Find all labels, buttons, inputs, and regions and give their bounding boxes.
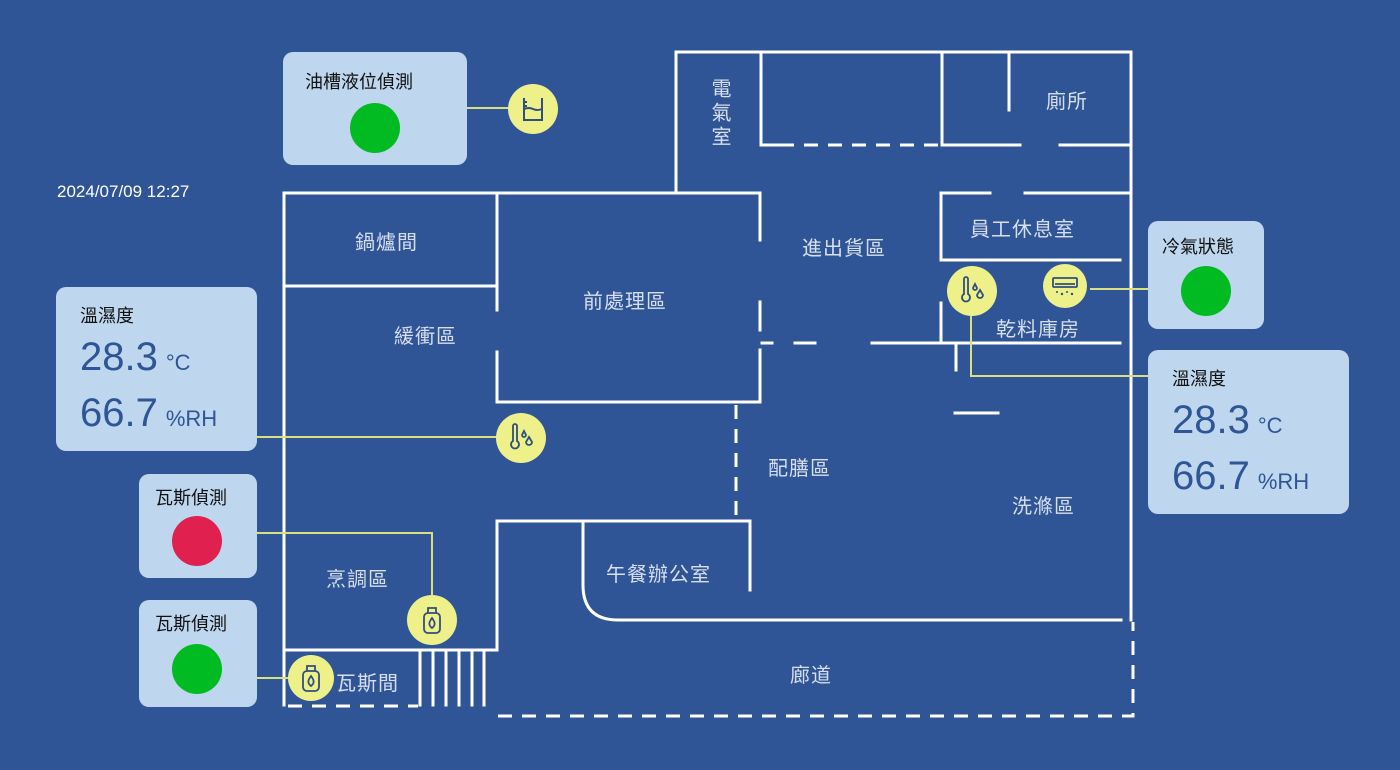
temp-humidity-panel-right[interactable]: 溫濕度 28.3 °C 66.7 %RH — [1148, 350, 1349, 514]
room-loading[interactable]: 進出貨區 — [802, 236, 886, 260]
gas-sensor-cooking[interactable] — [407, 595, 457, 645]
temp-humidity-panel-left[interactable]: 溫濕度 28.3 °C 66.7 %RH — [56, 287, 257, 451]
room-staff-lounge[interactable]: 員工休息室 — [970, 217, 1075, 241]
room-corridor[interactable]: 廊道 — [790, 663, 832, 687]
connector-temp-right — [970, 310, 1148, 377]
panel-title: 油槽液位偵測 — [305, 72, 413, 93]
temperature-readout: 28.3 °C — [80, 335, 191, 380]
room-gas[interactable]: 瓦斯間 — [336, 671, 399, 695]
wall — [282, 519, 499, 652]
temperature-unit: °C — [1257, 413, 1283, 438]
room-distribution[interactable]: 配膳區 — [768, 456, 831, 480]
room-washing[interactable]: 洗滌區 — [1012, 494, 1075, 518]
panel-title: 溫濕度 — [80, 306, 134, 327]
room-pre-processing[interactable]: 前處理區 — [583, 289, 667, 313]
wall — [759, 50, 782, 147]
status-indicator-normal — [350, 103, 400, 153]
aircon-sensor[interactable] — [1043, 264, 1087, 308]
humidity-readout: 66.7 %RH — [80, 391, 217, 436]
room-cooking[interactable]: 烹調區 — [326, 567, 389, 591]
oil-tank-sensor[interactable] — [508, 84, 558, 134]
dashed-wall — [498, 622, 1135, 718]
wall — [581, 519, 1123, 622]
panel-title: 瓦斯偵測 — [155, 488, 227, 509]
room-boiler[interactable]: 鍋爐間 — [355, 230, 418, 254]
temp-humidity-sensor-left[interactable] — [496, 413, 546, 463]
gas-detection-panel-cooking[interactable]: 瓦斯偵測 — [139, 474, 257, 578]
air-conditioner-icon — [1052, 277, 1078, 296]
panel-title: 冷氣狀態 — [1162, 237, 1234, 258]
wall — [939, 191, 1122, 262]
wall — [418, 650, 486, 707]
wall — [495, 519, 752, 592]
oil-tank-panel[interactable]: 油槽液位偵測 — [283, 52, 467, 165]
humidity-readout: 66.7 %RH — [1172, 454, 1309, 499]
thermometer-drops-icon — [961, 276, 984, 303]
status-indicator-alarm — [172, 516, 222, 566]
timestamp: 2024/07/09 12:27 — [57, 182, 190, 201]
room-restroom[interactable]: 廁所 — [1046, 89, 1088, 113]
panel-title: 溫濕度 — [1172, 369, 1226, 390]
humidity-unit: %RH — [1257, 469, 1310, 494]
gas-cylinder-icon — [423, 607, 441, 634]
humidity-unit: %RH — [165, 406, 218, 431]
tank-level-icon — [523, 98, 543, 121]
room-lunch-office[interactable]: 午餐辦公室 — [606, 562, 711, 586]
gas-sensor-gas-room[interactable] — [288, 655, 334, 701]
humidity-value: 66.7 — [80, 391, 158, 435]
wall — [674, 50, 1133, 193]
temperature-value: 28.3 — [80, 335, 158, 379]
temperature-unit: °C — [165, 350, 191, 375]
gas-cylinder-icon — [302, 665, 320, 692]
temperature-readout: 28.3 °C — [1172, 398, 1283, 443]
wall — [495, 191, 762, 404]
panel-title: 瓦斯偵測 — [155, 614, 227, 635]
room-electric[interactable]: 電氣室 — [708, 78, 732, 150]
temp-humidity-sensor-right[interactable] — [947, 266, 997, 316]
connector-gas-cooking — [257, 532, 433, 595]
room-dry-storage[interactable]: 乾料庫房 — [996, 317, 1080, 341]
aircon-status-panel[interactable]: 冷氣狀態 — [1148, 221, 1264, 329]
humidity-value: 66.7 — [1172, 454, 1250, 498]
wall — [282, 189, 678, 195]
thermometer-drops-icon — [510, 423, 533, 450]
temperature-value: 28.3 — [1172, 398, 1250, 442]
status-indicator-normal — [172, 644, 222, 694]
room-buffer[interactable]: 緩衝區 — [394, 324, 457, 348]
status-indicator-normal — [1181, 266, 1231, 316]
gas-detection-panel-gas-room[interactable]: 瓦斯偵測 — [139, 600, 257, 707]
